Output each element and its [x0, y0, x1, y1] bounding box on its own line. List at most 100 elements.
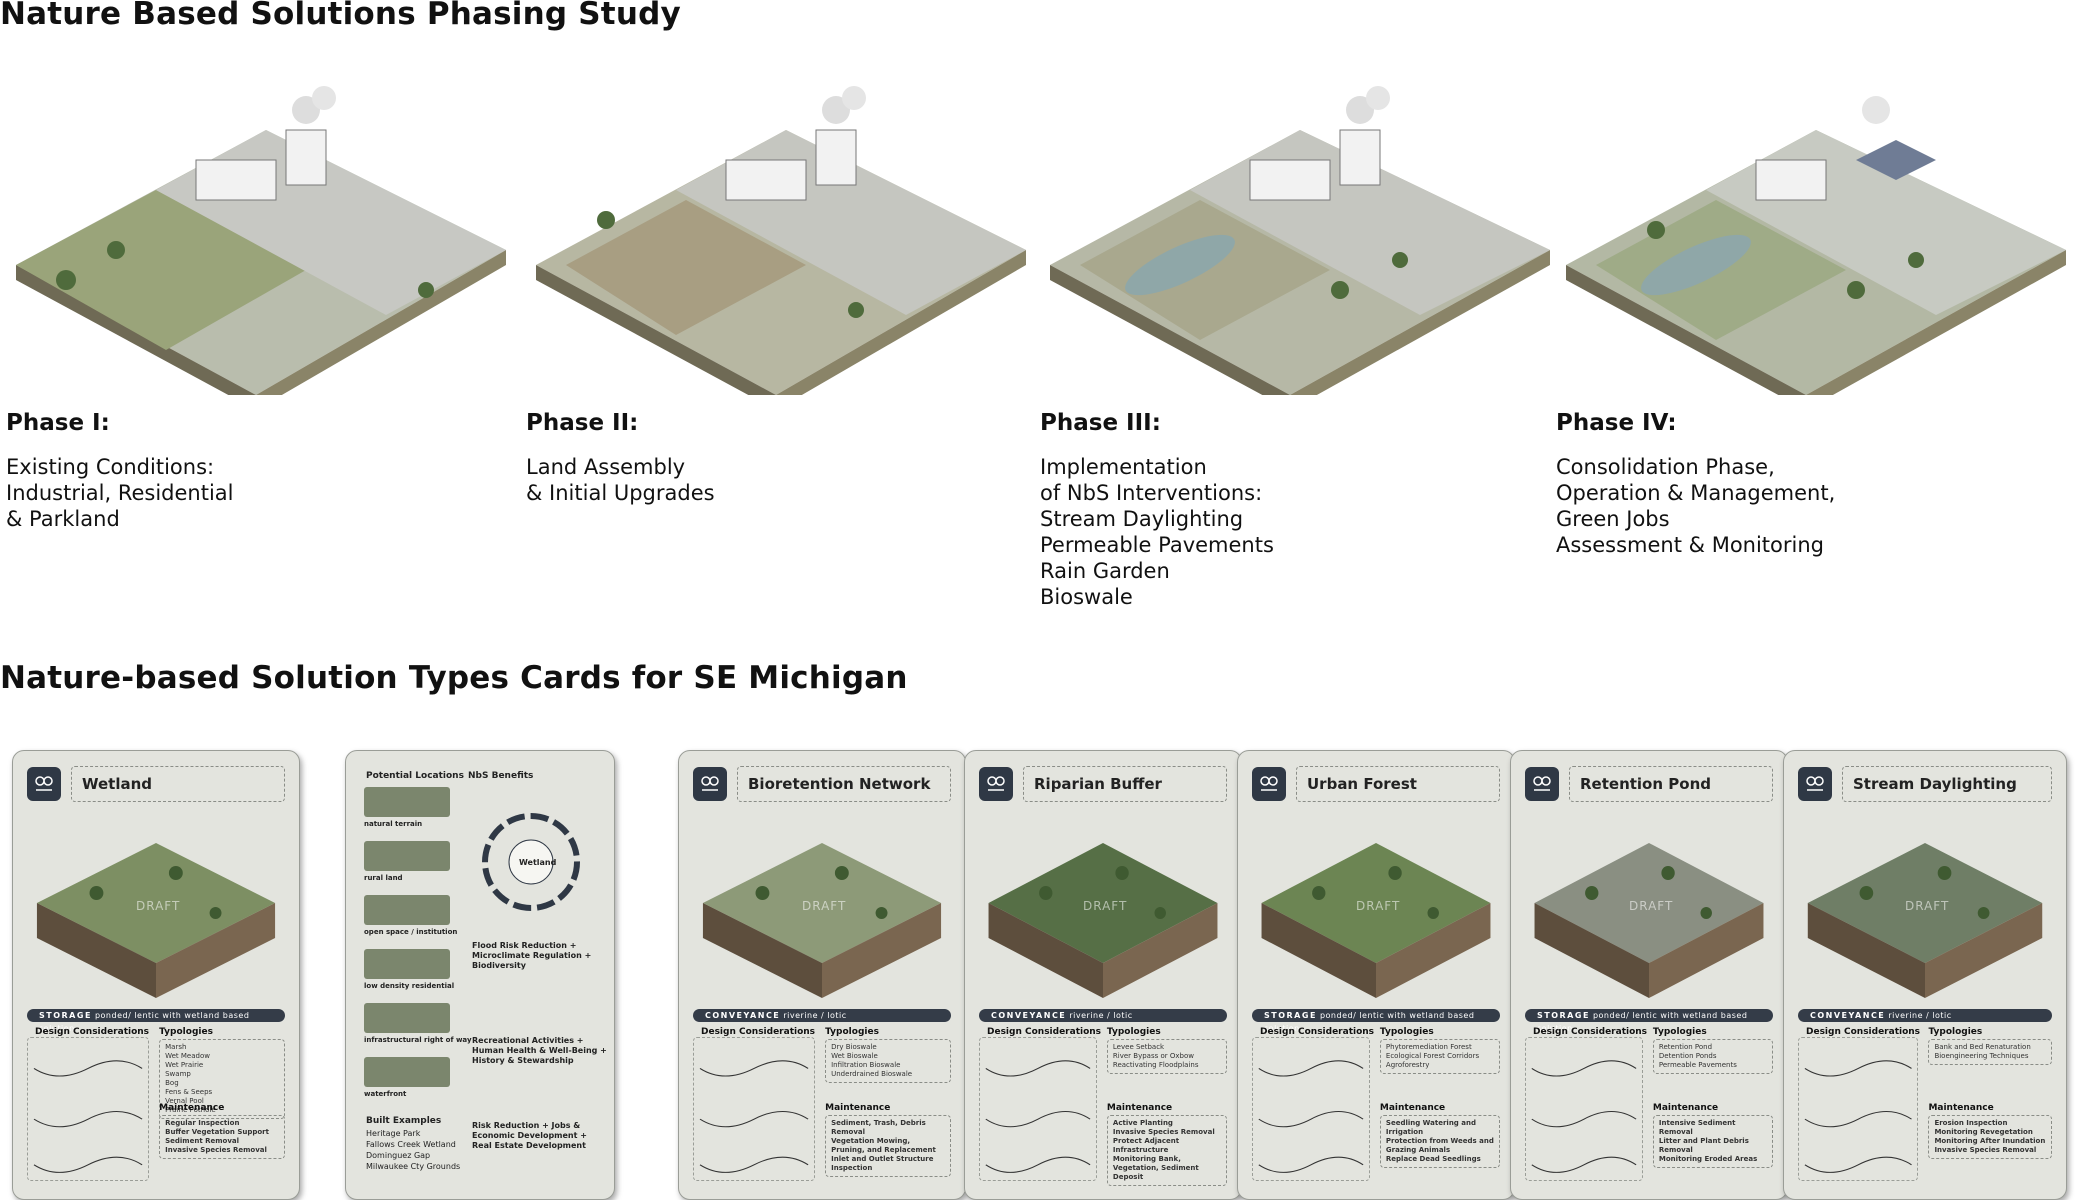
maintenance-label: Maintenance: [159, 1103, 225, 1113]
design-considerations-label: Design Considerations: [1260, 1027, 1375, 1037]
maintenance-label: Maintenance: [1652, 1103, 1719, 1113]
location-aerial-image: [364, 787, 450, 817]
phase-1: Phase I: Existing Conditions: Industrial…: [6, 86, 506, 532]
maintenance-item: Regular Inspection: [165, 1119, 240, 1127]
location-aerial-image: [364, 949, 450, 979]
maintenance-item: Protection from Weeds and Grazing Animal…: [1385, 1137, 1494, 1154]
phase-line: Assessment & Monitoring: [1556, 533, 1824, 557]
phase-line: Implementation: [1040, 455, 1207, 479]
typology-item: Bioengineering Techniques: [1934, 1052, 2029, 1060]
nbs-cards-title: Nature-based Solution Types Cards for SE…: [0, 660, 908, 696]
location-label: natural terrain: [364, 820, 423, 828]
phasing-study-title: Nature Based Solutions Phasing Study: [0, 0, 681, 32]
category-description: ponded/ lentic with wetland based soluti…: [1537, 1011, 1748, 1033]
maintenance-item: Monitoring Bank, Vegetation, Sediment De…: [1112, 1155, 1199, 1181]
maintenance-label: Maintenance: [825, 1103, 891, 1113]
phase-title: Phase III:: [1040, 410, 1161, 436]
typology-item: Reactivating Floodplains: [1112, 1061, 1199, 1069]
typology-item: Marsh: [165, 1043, 187, 1051]
design-considerations-diagram: [1525, 1037, 1643, 1181]
category-type: CONVEYANCE: [991, 1011, 1067, 1020]
phase-line: Permeable Pavements: [1040, 533, 1274, 557]
card-isometric-illustration: [36, 843, 276, 998]
maintenance-item: Protect Adjacent Infrastructure: [1112, 1137, 1180, 1154]
design-considerations-label: Design Considerations: [701, 1027, 816, 1037]
nbs-benefits-label: NbS Benefits: [468, 771, 534, 781]
maintenance-item: Erosion Inspection: [1934, 1119, 2008, 1127]
typologies-label: Typologies: [1928, 1027, 1983, 1037]
typology-item: Dry Bioswale: [831, 1043, 877, 1051]
typology-item: Permeable Pavements: [1658, 1061, 1737, 1069]
typology-item: Underdrained Bioswale: [831, 1070, 913, 1078]
category-type: STORAGE: [39, 1011, 92, 1020]
card-isometric-illustration: [1807, 843, 2043, 998]
benefits-center-label: Wetland: [519, 858, 557, 867]
design-considerations-diagram: [1798, 1037, 1919, 1181]
location-aerial-image: [364, 841, 450, 871]
card-category-bar: CONVEYANCE riverine / lotic: [979, 1009, 1227, 1022]
card-isometric-illustration: [702, 843, 942, 998]
category-description: riverine / lotic: [783, 1011, 847, 1020]
typology-item: Bog: [165, 1079, 179, 1087]
maintenance-item: Invasive Species Removal: [1112, 1128, 1215, 1136]
draft-watermark: DRAFT: [1905, 899, 1950, 913]
card-title: Stream Daylighting: [1842, 766, 2052, 802]
card-header: Retention Pond: [1525, 763, 1773, 805]
category-description: ponded/ lentic with wetland based soluti…: [39, 1011, 250, 1033]
maintenance-item: Seedling Watering and Irrigation: [1385, 1119, 1476, 1136]
card-category-bar: STORAGE ponded/ lentic with wetland base…: [1252, 1009, 1500, 1033]
typology-item: Wet Meadow: [165, 1052, 210, 1060]
built-example: Milwaukee Cty Grounds: [366, 1162, 461, 1171]
phase-title: Phase I:: [6, 410, 110, 436]
card-header: Urban Forest: [1252, 763, 1500, 805]
maintenance-label: Maintenance: [1379, 1103, 1446, 1113]
typology-item: Bank and Bed Renaturation: [1934, 1043, 2031, 1051]
card-header: Riparian Buffer: [979, 763, 1227, 805]
card-header: Wetland: [27, 763, 285, 805]
phase-line: of NbS Interventions:: [1040, 481, 1263, 505]
card-category-bar: CONVEYANCE riverine / lotic: [693, 1009, 951, 1022]
phase-line: Rain Garden: [1040, 559, 1170, 583]
card-title: Wetland: [71, 766, 285, 802]
card-title: Riparian Buffer: [1023, 766, 1227, 802]
card-isometric-illustration: [1534, 843, 1764, 998]
phase-3: Phase III: Implementation of NbS Interve…: [1040, 86, 1550, 610]
design-considerations-label: Design Considerations: [1533, 1027, 1648, 1037]
nbs-logo-icon: [27, 767, 61, 801]
phase-4-isometric-illustration: [1566, 96, 2066, 395]
built-example: Dominguez Gap: [366, 1151, 431, 1160]
typology-item: Ecological Forest Corridors: [1385, 1052, 1480, 1060]
phase-2-isometric-illustration: [536, 86, 1026, 395]
phase-1-isometric-illustration: [16, 86, 506, 395]
typology-item: Prairie Pothole: [165, 1106, 216, 1114]
typologies-label: Typologies: [1106, 1027, 1161, 1037]
card-isometric-illustration: [1261, 843, 1491, 998]
typology-item: Swamp: [165, 1070, 191, 1078]
maintenance-item: Invasive Species Removal: [1934, 1146, 2037, 1154]
phase-line: Land Assembly: [526, 455, 686, 479]
nbs-logo-icon: [979, 767, 1013, 801]
phase-line: Stream Daylighting: [1040, 507, 1244, 531]
location-label: infrastructural right of way: [364, 1036, 472, 1044]
phase-line: Green Jobs: [1556, 507, 1670, 531]
typology-item: Detention Ponds: [1658, 1052, 1717, 1060]
design-considerations-label: Design Considerations: [1806, 1027, 1921, 1037]
phase-3-isometric-illustration: [1050, 86, 1550, 395]
maintenance-item: Litter and Plant Debris Removal: [1658, 1137, 1749, 1154]
category-type: CONVEYANCE: [1810, 1011, 1886, 1020]
location-aerial-image: [364, 895, 450, 925]
design-considerations-label: Design Considerations: [35, 1027, 150, 1037]
benefit-line: Recreational Activities + Human Health &…: [472, 1036, 607, 1065]
location-label: waterfront: [364, 1090, 407, 1098]
card-isometric-illustration: [988, 843, 1218, 998]
